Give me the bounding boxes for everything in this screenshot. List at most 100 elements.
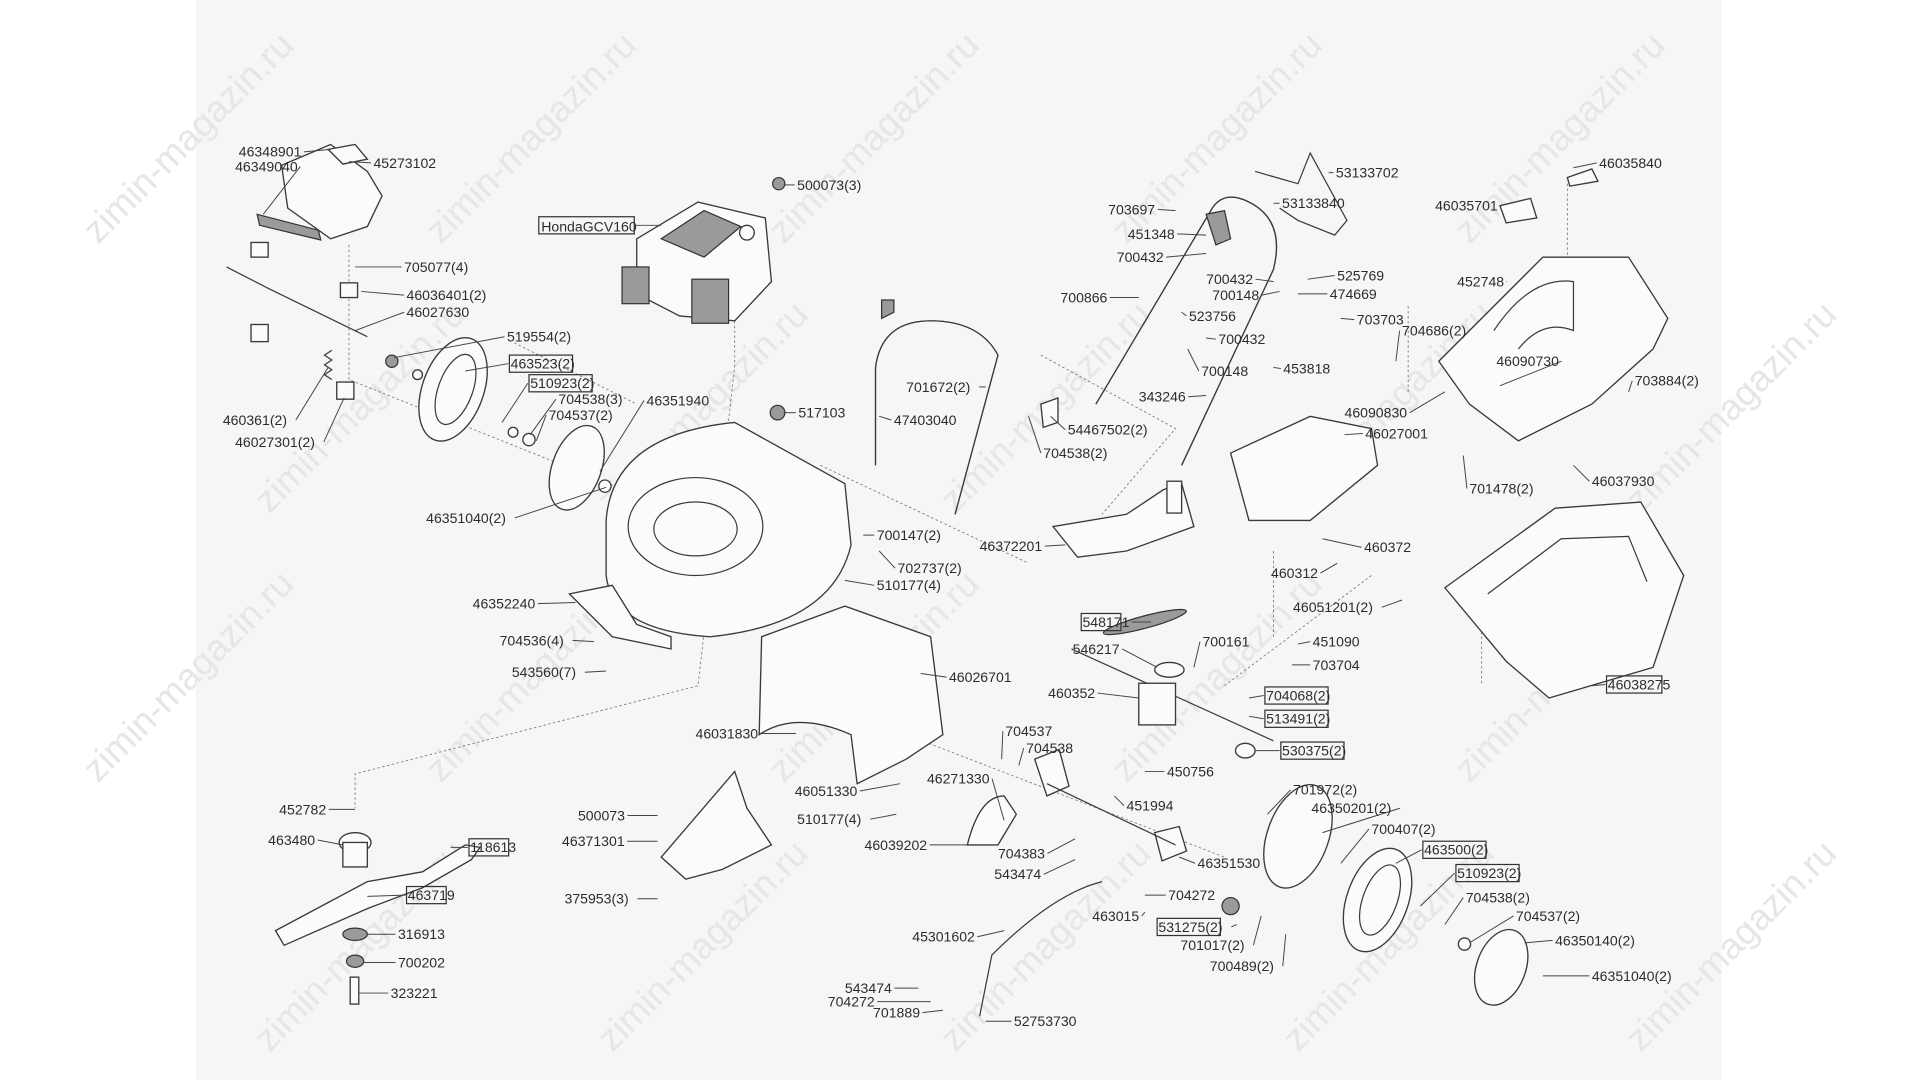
part-number-label[interactable]: 704068(2) — [1266, 687, 1330, 703]
part-number-label[interactable]: 46351530 — [1198, 855, 1261, 871]
part-number-label[interactable]: 530375(2) — [1282, 743, 1346, 759]
part-number-label[interactable]: 46026701 — [949, 669, 1012, 685]
engine-model-label[interactable]: HondaGCV160 — [541, 218, 637, 234]
part-number-label[interactable]: 700489(2) — [1210, 958, 1274, 974]
part-number-label[interactable]: 517103 — [798, 405, 845, 421]
part-number-label[interactable]: 700407(2) — [1371, 821, 1435, 837]
part-number-label[interactable]: 543474 — [994, 866, 1041, 882]
part-number-label[interactable]: 46350140(2) — [1555, 932, 1635, 948]
part-number-label[interactable]: 531275(2) — [1158, 919, 1222, 935]
part-number-label[interactable]: 463480 — [268, 832, 315, 848]
part-number-label[interactable]: 46038275 — [1608, 676, 1671, 692]
part-number-label[interactable]: 700148 — [1201, 363, 1248, 379]
part-number-label[interactable]: 704537(2) — [1516, 908, 1580, 924]
part-number-label[interactable]: 704538(3) — [558, 391, 622, 407]
part-number-label[interactable]: 52753730 — [1014, 1013, 1077, 1029]
part-number-label[interactable]: 704538(2) — [1043, 445, 1107, 461]
part-number-label[interactable]: 701017(2) — [1180, 937, 1244, 953]
part-number-label[interactable]: 463500(2) — [1424, 842, 1488, 858]
part-number-label[interactable]: 463015 — [1092, 908, 1139, 924]
part-number-label[interactable]: 323221 — [391, 985, 438, 1001]
part-number-label[interactable]: 546217 — [1073, 641, 1120, 657]
part-number-label[interactable]: 474669 — [1330, 286, 1377, 302]
part-number-label[interactable]: 46037930 — [1592, 473, 1655, 489]
part-number-label[interactable]: 543560(7) — [512, 664, 576, 680]
part-number-label[interactable]: 703884(2) — [1635, 373, 1699, 389]
part-number-label[interactable]: 46027630 — [407, 304, 470, 320]
part-number-label[interactable]: 46035701 — [1435, 198, 1498, 214]
part-number-label[interactable]: 704686(2) — [1402, 323, 1466, 339]
part-number-label[interactable]: 701889 — [873, 1005, 920, 1021]
part-number-label[interactable]: 704536(4) — [500, 632, 564, 648]
part-number-label[interactable]: 705077(4) — [404, 259, 468, 275]
part-number-label[interactable]: 701672(2) — [906, 379, 970, 395]
part-number-label[interactable]: 46090730 — [1496, 353, 1559, 369]
part-number-label[interactable]: 500073 — [578, 807, 625, 823]
part-number-label[interactable]: 46090830 — [1344, 405, 1407, 421]
part-number-label[interactable]: 704272 — [828, 994, 875, 1010]
part-number-label[interactable]: 451348 — [1128, 226, 1175, 242]
part-number-label[interactable]: 46348901 — [239, 144, 302, 160]
part-number-label[interactable]: 53133702 — [1336, 165, 1399, 181]
part-number-label[interactable]: 703704 — [1313, 657, 1360, 673]
part-number-label[interactable]: 523756 — [1189, 308, 1236, 324]
part-number-label[interactable]: 45273102 — [373, 155, 436, 171]
part-number-label[interactable]: 700147(2) — [877, 527, 941, 543]
part-number-label[interactable]: 513491(2) — [1266, 711, 1330, 727]
part-number-label[interactable]: 53133840 — [1282, 195, 1345, 211]
part-number-label[interactable]: 700148 — [1212, 287, 1259, 303]
part-number-label[interactable]: 46371301 — [562, 833, 625, 849]
part-number-label[interactable]: 316913 — [398, 926, 445, 942]
part-number-label[interactable]: 46051201(2) — [1293, 599, 1373, 615]
part-number-label[interactable]: 54467502(2) — [1068, 422, 1148, 438]
part-number-label[interactable]: 46027301(2) — [235, 434, 315, 450]
part-number-label[interactable]: 46349040 — [235, 158, 298, 174]
part-number-label[interactable]: 46350201(2) — [1311, 800, 1391, 816]
part-number-label[interactable]: 510177(4) — [877, 577, 941, 593]
part-number-label[interactable]: 46372201 — [980, 538, 1043, 554]
part-number-label[interactable]: 700866 — [1060, 289, 1107, 305]
part-number-label[interactable]: 700432 — [1218, 331, 1265, 347]
part-number-label[interactable]: 46351940 — [647, 392, 710, 408]
part-number-label[interactable]: 700202 — [398, 954, 445, 970]
part-number-label[interactable]: 700432 — [1117, 249, 1164, 265]
part-number-label[interactable]: 452782 — [279, 801, 326, 817]
part-number-label[interactable]: 46027001 — [1365, 425, 1428, 441]
part-number-label[interactable]: 704538(2) — [1466, 889, 1530, 905]
part-number-label[interactable]: 702737(2) — [898, 560, 962, 576]
part-number-label[interactable]: 46035840 — [1599, 155, 1662, 171]
part-number-label[interactable]: 704383 — [998, 845, 1045, 861]
part-number-label[interactable]: 510923(2) — [1457, 865, 1521, 881]
part-number-label[interactable]: 46051330 — [795, 783, 858, 799]
part-number-label[interactable]: 701478(2) — [1469, 480, 1533, 496]
part-number-label[interactable]: 463719 — [408, 887, 455, 903]
part-number-label[interactable]: 46031830 — [696, 725, 759, 741]
part-number-label[interactable]: 543474 — [845, 980, 892, 996]
part-number-label[interactable]: 701972(2) — [1293, 782, 1357, 798]
part-number-label[interactable]: 700432 — [1206, 271, 1253, 287]
part-number-label[interactable]: 343246 — [1139, 389, 1186, 405]
part-number-label[interactable]: 463523(2) — [511, 356, 575, 372]
part-number-label[interactable]: 452748 — [1457, 274, 1504, 290]
part-number-label[interactable]: 460312 — [1271, 565, 1318, 581]
part-number-label[interactable]: 46351040(2) — [1592, 968, 1672, 984]
part-number-label[interactable]: 45301602 — [912, 929, 975, 945]
part-number-label[interactable]: 46351040(2) — [426, 510, 506, 526]
part-number-label[interactable]: 704538 — [1026, 740, 1073, 756]
part-number-label[interactable]: 703703 — [1357, 311, 1404, 327]
part-number-label[interactable]: 451090 — [1313, 634, 1360, 650]
part-number-label[interactable]: 460361(2) — [223, 412, 287, 428]
part-number-label[interactable]: 46271330 — [927, 771, 990, 787]
part-number-label[interactable]: 46036401(2) — [407, 287, 487, 303]
part-number-label[interactable]: 451994 — [1127, 798, 1174, 814]
part-number-label[interactable]: 450756 — [1167, 763, 1214, 779]
part-number-label[interactable]: 46352240 — [473, 596, 536, 612]
part-number-label[interactable]: 548171 — [1082, 614, 1129, 630]
part-number-label[interactable]: 118613 — [470, 839, 516, 855]
part-number-label[interactable]: 460372 — [1364, 539, 1411, 555]
part-number-label[interactable]: 47403040 — [894, 412, 957, 428]
part-number-label[interactable]: 704272 — [1168, 887, 1215, 903]
part-number-label[interactable]: 460352 — [1048, 685, 1095, 701]
part-number-label[interactable]: 704537(2) — [549, 407, 613, 423]
part-number-label[interactable]: 525769 — [1337, 267, 1384, 283]
